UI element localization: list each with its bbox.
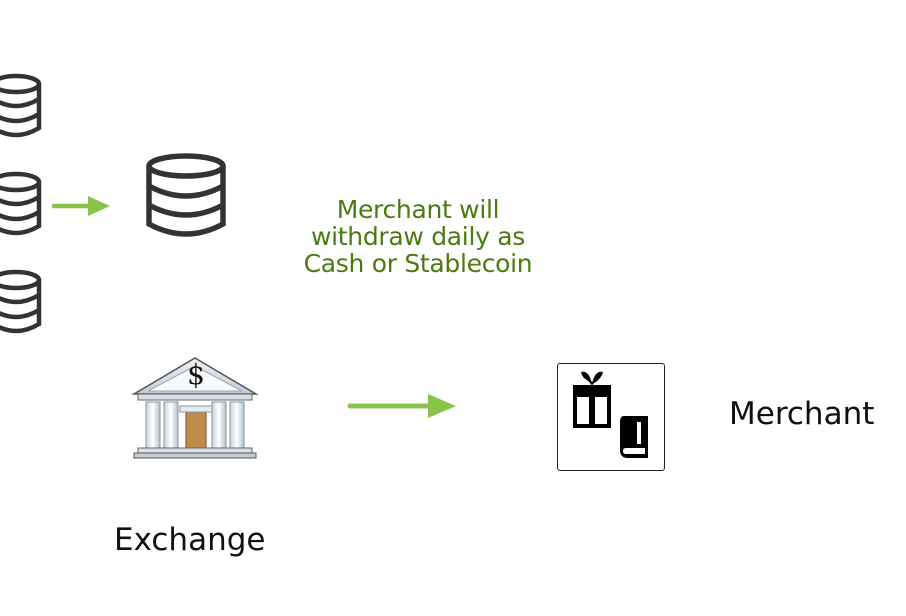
merchant-icon-box (557, 363, 665, 471)
merchant-icons (573, 371, 648, 458)
caption-line-2: withdraw daily as (311, 222, 525, 251)
database-icon (0, 72, 46, 142)
caption-line-3: Cash or Stablecoin (303, 249, 533, 278)
exchange-label: Exchange (114, 522, 266, 558)
arrow-right-icon (51, 194, 112, 218)
database-icon (144, 152, 228, 240)
merchant-label: Merchant (729, 396, 875, 432)
database-icon (0, 268, 46, 338)
bank-icon (130, 356, 260, 460)
gift-icon (573, 371, 611, 428)
database-icon (0, 170, 46, 240)
caption-line-1: Merchant will (336, 195, 500, 224)
withdraw-caption: Merchant will withdraw daily as Cash or … (268, 196, 568, 277)
book-icon (620, 416, 648, 458)
arrow-right-icon (347, 392, 458, 420)
dollar-sign: $ (187, 358, 205, 391)
